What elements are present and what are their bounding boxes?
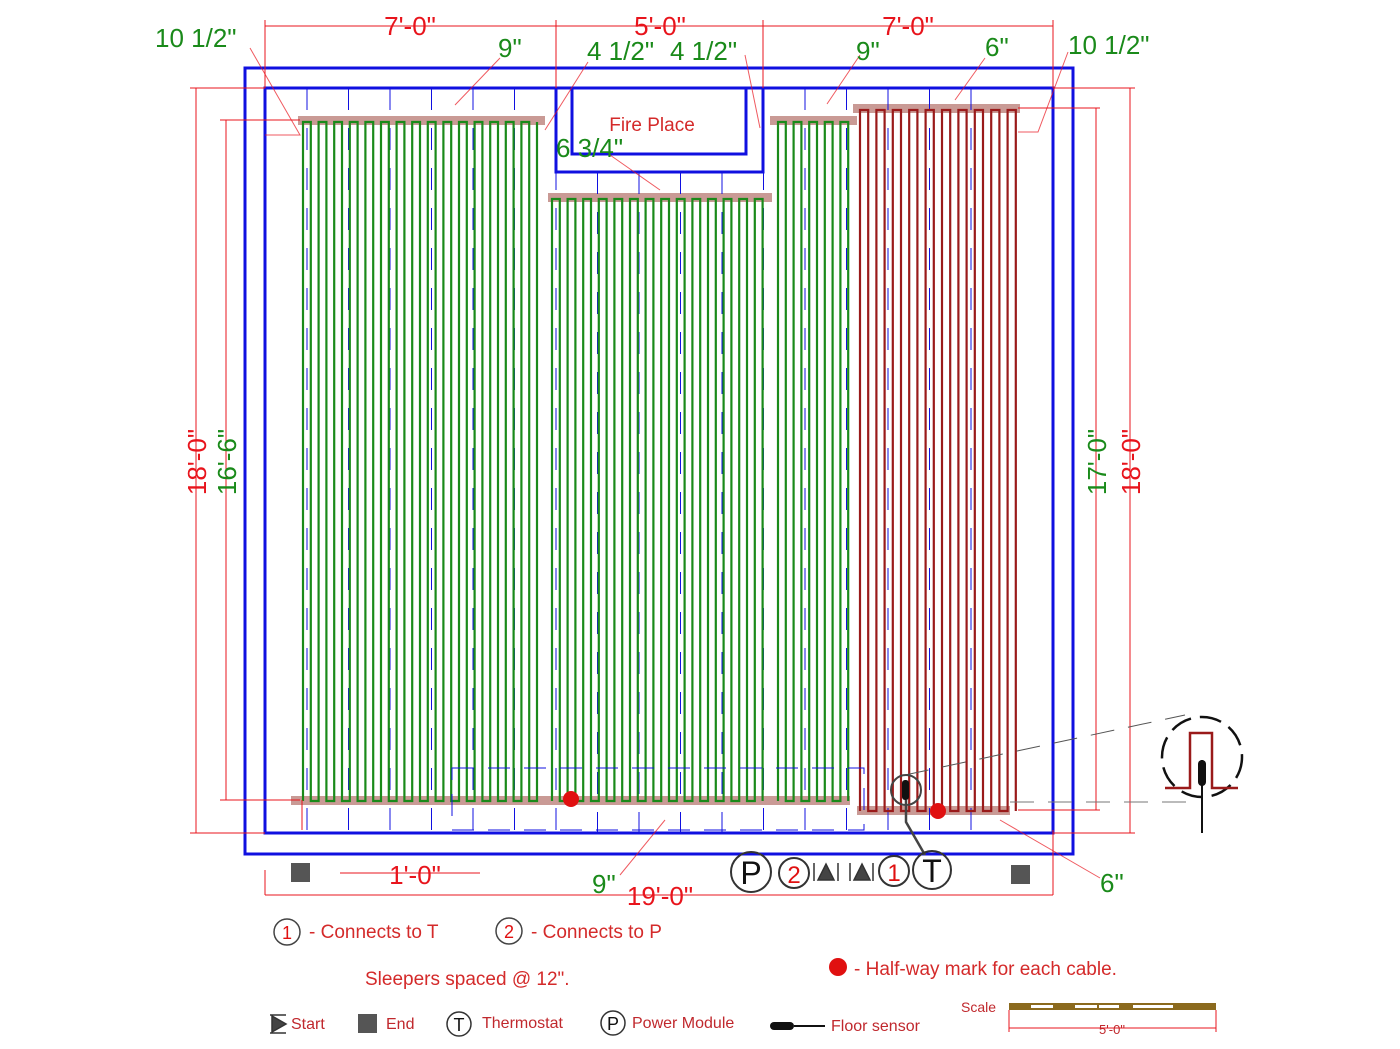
halfway-mark-cable2 (930, 803, 946, 819)
halfway-mark-cable1 (563, 791, 579, 807)
dim-six-top: 6" (985, 32, 1009, 62)
svg-text:2: 2 (787, 862, 800, 889)
mounting-strip (770, 116, 857, 125)
dim-fire-right: 4 1/2" (670, 36, 737, 66)
start-marker-icon (813, 862, 874, 881)
dim-left-height: 18'-0" (182, 429, 212, 495)
legend-start-icon (270, 1014, 288, 1034)
dim-top-mid: 5'-0" (634, 11, 686, 41)
mounting-strip (298, 116, 545, 125)
svg-text:T: T (922, 853, 942, 889)
dim-fire-depth: 6 3/4" (556, 133, 623, 163)
scale-value: 5'-0" (1099, 1022, 1125, 1037)
legend-power: Power Module (632, 1015, 734, 1032)
legend-sensor-icon (770, 1022, 825, 1030)
dim-top-right: 7'-0" (882, 11, 934, 41)
dim-right-cable: 17'-0" (1082, 429, 1112, 495)
dim-nine-right: 9" (856, 36, 880, 66)
dim-six-bottom: 6" (1100, 868, 1124, 898)
thermostat-symbol: T (912, 850, 952, 890)
dim-right-height: 18'-0" (1116, 429, 1146, 495)
mounting-strips (291, 104, 1020, 815)
dim-fire-left: 4 1/2" (587, 36, 654, 66)
fireplace-label: Fire Place (609, 115, 695, 136)
note-sleepers: Sleepers spaced @ 12". (365, 969, 570, 990)
dim-bottom-total: 19'-0" (627, 881, 693, 911)
svg-text:P: P (740, 855, 761, 891)
svg-text:1: 1 (887, 860, 900, 887)
heating-cable-run (301, 120, 539, 803)
legend-thermostat: Thermostat (482, 1015, 563, 1032)
dim-top-left: 7'-0" (384, 11, 436, 41)
scale-label: Scale (961, 999, 996, 1015)
legend-power-icon: P (607, 1014, 619, 1034)
dim-nine-left: 9" (498, 33, 522, 63)
note-halfway: - Half-way mark for each cable. (854, 959, 1117, 980)
dim-nine-bottom: 9" (592, 869, 616, 899)
dimension-lines (190, 20, 1135, 896)
heating-cable-run (776, 120, 850, 803)
sensor-detail (890, 714, 1244, 856)
note-conn1-num: 1 (282, 923, 292, 943)
mounting-strip (853, 104, 1020, 113)
legend-end: End (386, 1016, 414, 1033)
fireplace-inner (570, 88, 748, 156)
heating-cables (301, 108, 1017, 813)
dim-left-cable: 16'-6" (212, 429, 242, 495)
legend-thermostat-icon: T (454, 1015, 465, 1035)
note-conn2: - Connects to P (531, 922, 662, 943)
scale-bar (1008, 1003, 1217, 1032)
legend-sensor: Floor sensor (831, 1018, 921, 1035)
legend-end-icon (358, 1014, 377, 1033)
dim-offset-right: 10 1/2" (1068, 30, 1150, 60)
connector-1-symbol: 1 (878, 855, 910, 887)
mounting-strip (548, 193, 772, 202)
dashed-zone (451, 767, 865, 831)
fireplace-outer (554, 88, 765, 174)
outer-wall (243, 66, 1075, 856)
heating-cable-run (858, 108, 1017, 813)
dim-offset-left: 10 1/2" (155, 23, 237, 53)
note-conn2-num: 2 (504, 922, 514, 942)
legend-start: Start (291, 1016, 325, 1033)
dim-sleeper: 1'-0" (389, 860, 441, 890)
heating-cable-run (550, 197, 764, 803)
connector-2-symbol: 2 (778, 857, 810, 889)
power-module-symbol: P (730, 851, 772, 893)
end-marker-icon (291, 863, 310, 882)
end-marker-icon (1011, 865, 1030, 884)
halfway-legend-dot (829, 958, 847, 976)
note-conn1: - Connects to T (309, 922, 439, 943)
inner-wall (263, 86, 1055, 835)
